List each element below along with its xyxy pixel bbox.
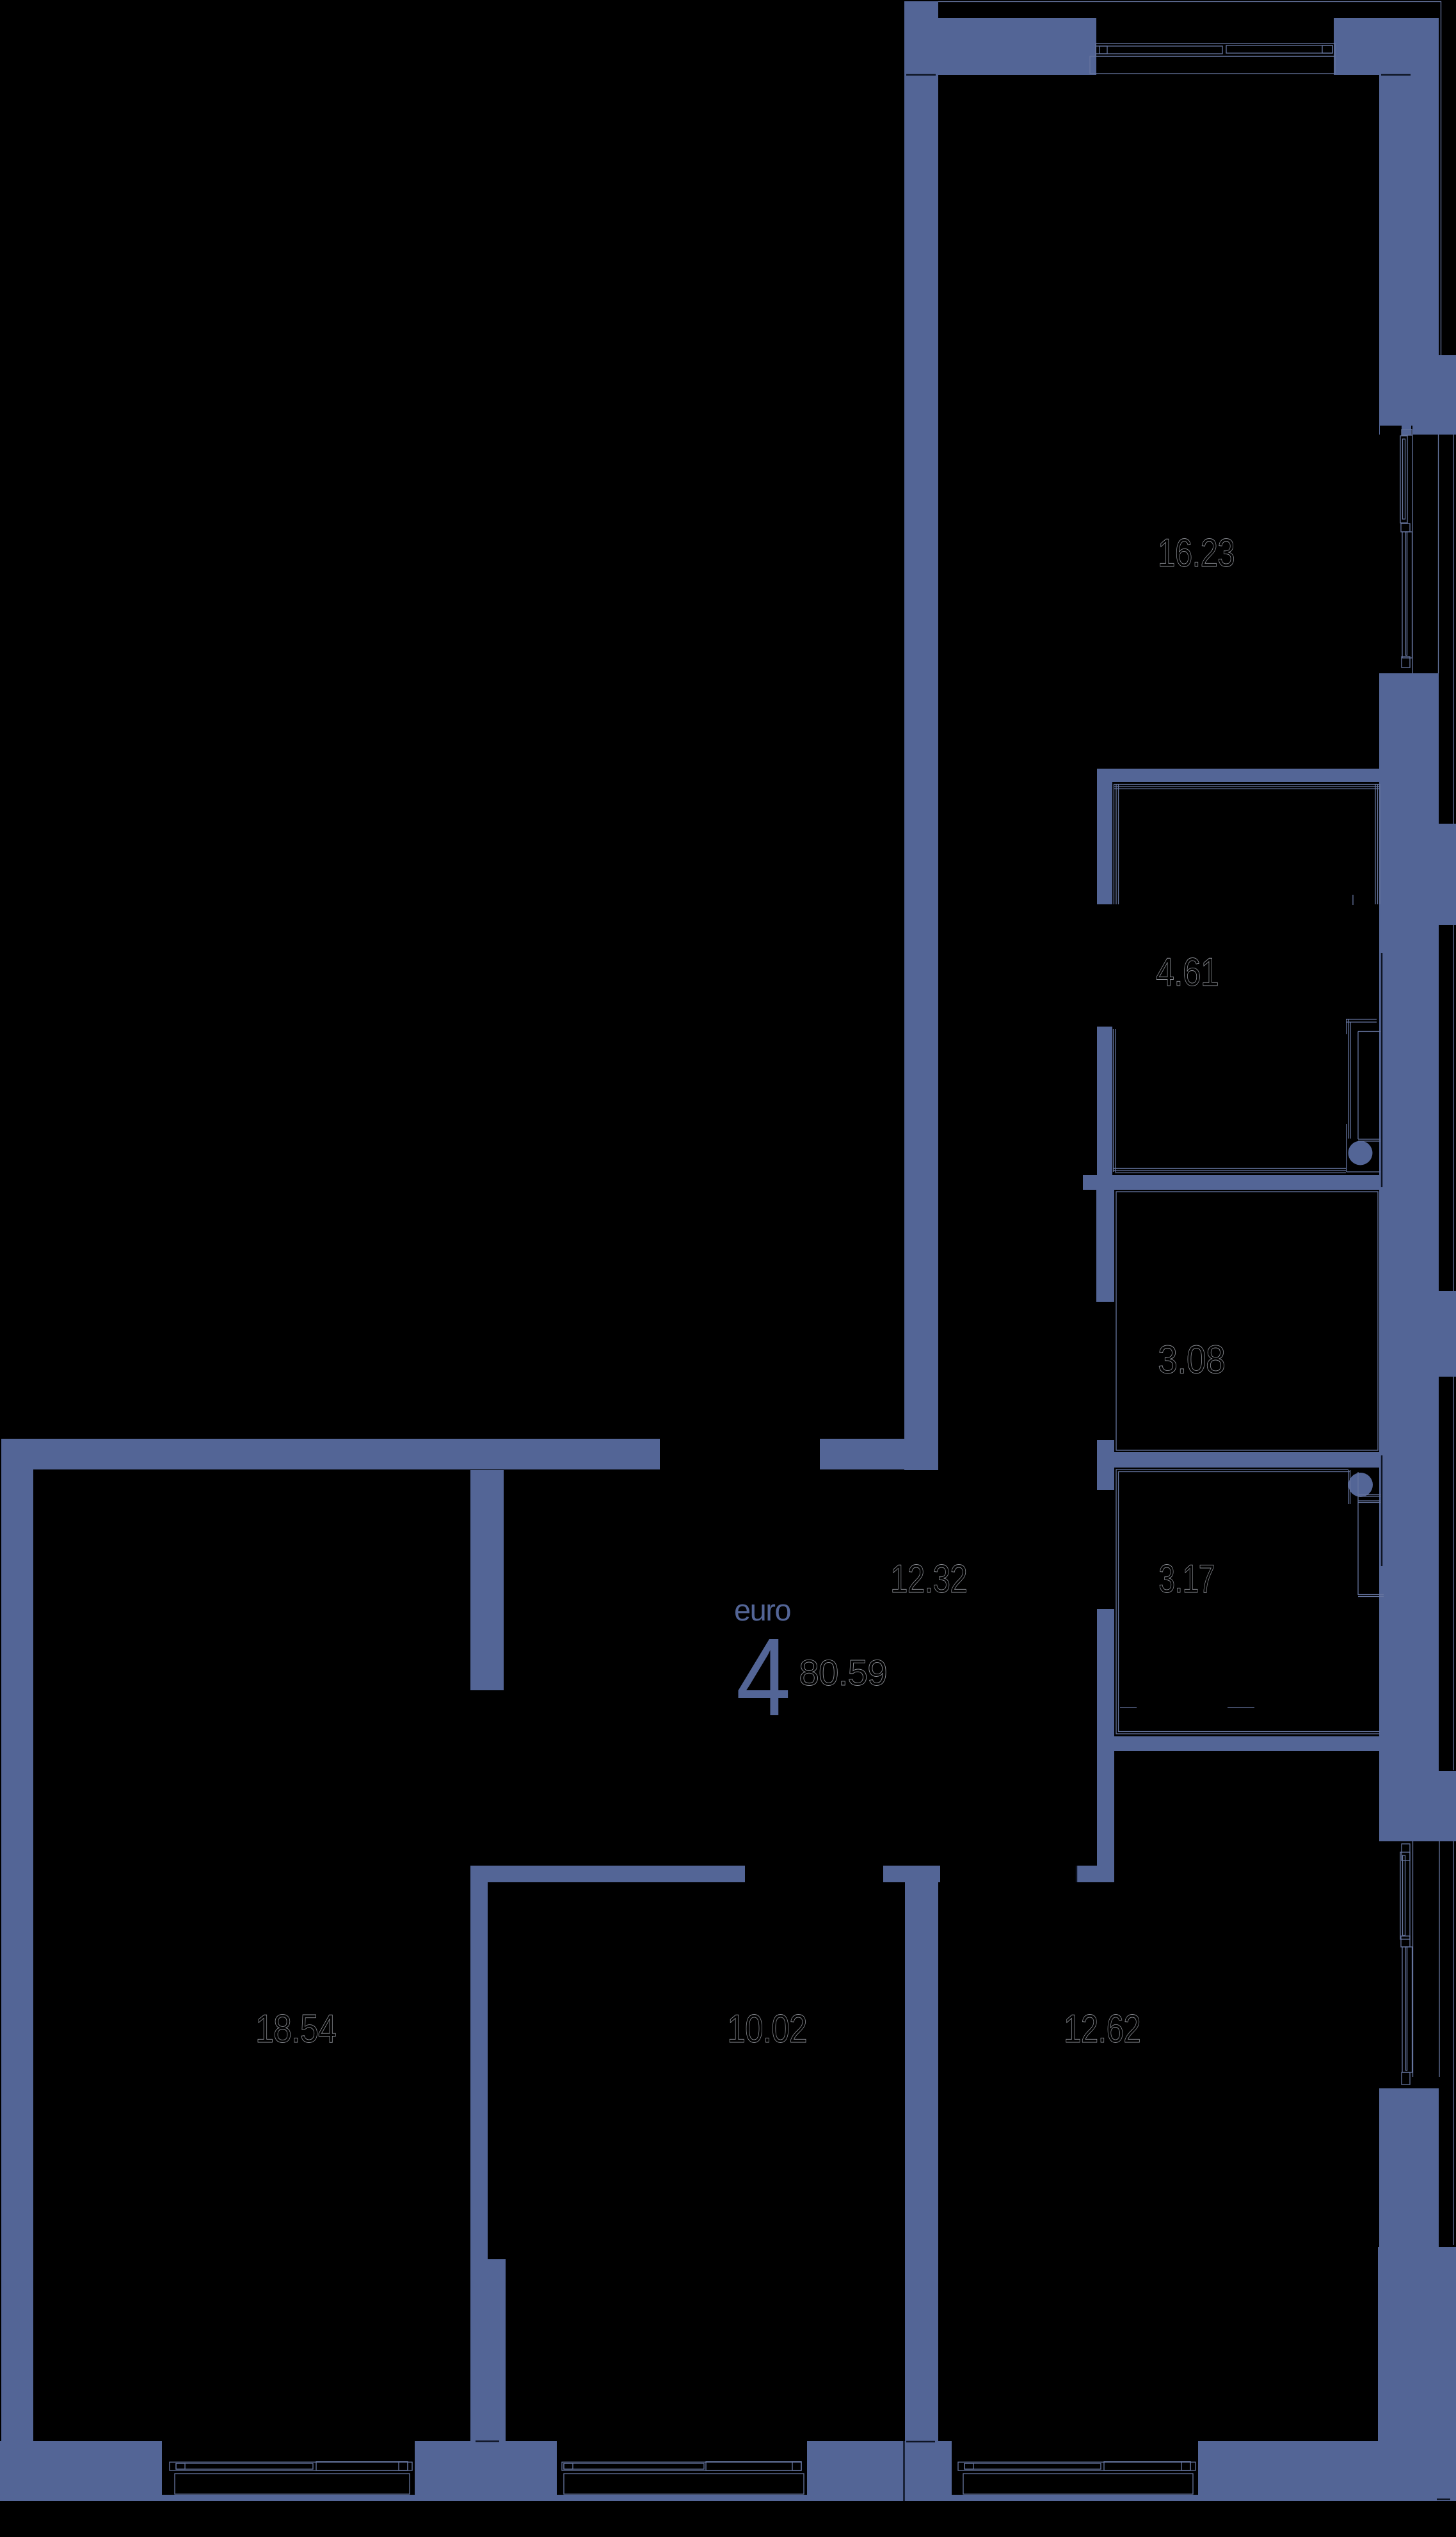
svg-text:80.59: 80.59 [799, 1653, 887, 1693]
svg-text:3.08: 3.08 [1158, 1338, 1225, 1382]
svg-text:12.62: 12.62 [1064, 2006, 1140, 2051]
svg-text:12.32: 12.32 [890, 1557, 967, 1601]
svg-text:4.61: 4.61 [1156, 950, 1219, 995]
svg-text:16.23: 16.23 [1158, 531, 1235, 575]
svg-text:3.17: 3.17 [1158, 1556, 1215, 1601]
svg-text:10.02: 10.02 [727, 2007, 807, 2052]
svg-text:euro: euro [734, 1593, 790, 1627]
svg-text:18.54: 18.54 [255, 2007, 336, 2051]
svg-text:4: 4 [736, 1615, 791, 1739]
